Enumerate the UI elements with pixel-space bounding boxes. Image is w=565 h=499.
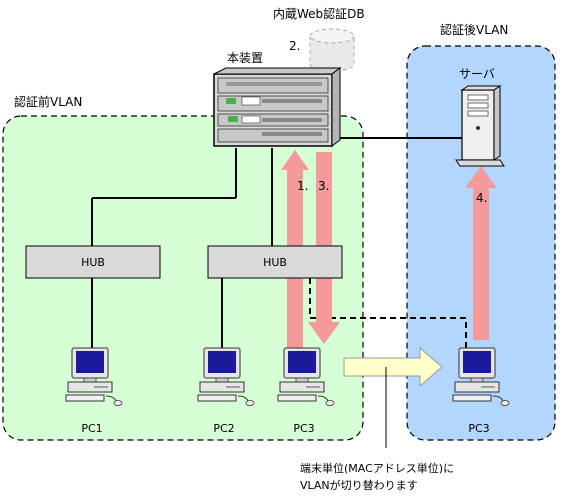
step2-label: 2. — [289, 39, 300, 53]
note-line1: 端末単位(MACアドレス単位)に — [300, 461, 454, 475]
pc2-label: PC2 — [213, 422, 234, 435]
server-icon — [455, 85, 505, 167]
switch-device-icon — [213, 67, 342, 147]
vlan-switch-dashed-link — [309, 278, 467, 348]
pc1-label: PC1 — [81, 422, 102, 435]
note-line2: VLANが切り替わります — [300, 478, 418, 492]
before-vlan-label: 認証前VLAN — [14, 94, 82, 109]
hub-left-icon — [25, 245, 161, 279]
arrow-step4 — [465, 166, 497, 340]
pc3-label: PC3 — [293, 422, 314, 435]
pc3-after-label: PC3 — [468, 422, 489, 435]
device-label: 本装置 — [227, 51, 263, 65]
step4-label: 4. — [476, 191, 487, 205]
move-arrow — [343, 346, 443, 388]
after-vlan-label: 認証後VLAN — [440, 22, 508, 37]
db-title: 内蔵Web認証DB — [273, 6, 365, 21]
hub-right-icon — [207, 245, 343, 279]
step1-label: 1. — [297, 179, 308, 193]
step3-label: 3. — [318, 179, 329, 193]
hub-left-label: HUB — [81, 256, 105, 269]
database-icon — [309, 28, 355, 72]
hub-right-label: HUB — [263, 256, 287, 269]
server-label: サーバ — [459, 67, 495, 81]
